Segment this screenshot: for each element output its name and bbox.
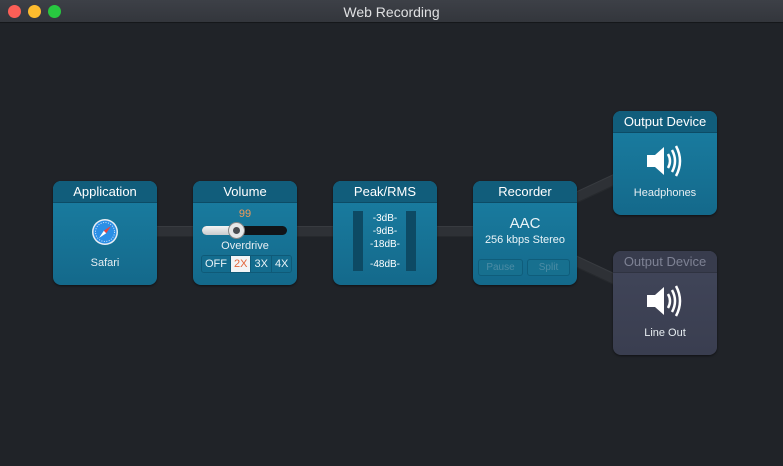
db-scale-label: -3dB- xyxy=(372,213,398,224)
output-device-name: Headphones xyxy=(633,187,697,199)
audio-flow-canvas: Application Safari Volume 99 Overdrive O… xyxy=(0,24,783,466)
db-scale-label: -9dB- xyxy=(372,226,398,237)
volume-slider-knob[interactable] xyxy=(228,222,245,239)
pause-button[interactable]: Pause xyxy=(478,259,523,276)
overdrive-label: Overdrive xyxy=(221,240,269,252)
output-device-line-out-block[interactable]: Output Device Line Out xyxy=(613,251,717,355)
db-scale-label: -18dB- xyxy=(369,239,400,250)
block-header: Volume xyxy=(193,181,297,203)
wire-app-volume xyxy=(156,226,196,237)
speaker-icon xyxy=(647,145,682,177)
overdrive-2x-button[interactable]: 2X xyxy=(231,256,252,272)
wire-peak-recorder xyxy=(436,226,476,237)
block-header: Application xyxy=(53,181,157,203)
speaker-icon xyxy=(647,285,682,317)
block-header: Output Device xyxy=(613,111,717,133)
maximize-button[interactable] xyxy=(48,5,61,18)
window-title: Web Recording xyxy=(343,4,440,20)
volume-slider[interactable] xyxy=(202,222,287,239)
application-name: Safari xyxy=(90,257,120,269)
split-button[interactable]: Split xyxy=(527,259,570,276)
recording-bitrate: 256 kbps Stereo xyxy=(484,234,566,246)
overdrive-4x-button[interactable]: 4X xyxy=(271,256,292,272)
volume-block: Volume 99 Overdrive OFF 2X 3X 4X xyxy=(193,181,297,285)
application-block[interactable]: Application Safari xyxy=(53,181,157,285)
wire-volume-peak xyxy=(296,226,336,237)
db-scale-label: -48dB- xyxy=(369,259,400,270)
left-level-meter xyxy=(353,211,363,271)
output-device-name: Line Out xyxy=(644,327,686,339)
title-bar: Web Recording xyxy=(0,0,783,23)
peak-rms-block: Peak/RMS -3dB- -9dB- -18dB- -48dB- xyxy=(333,181,437,285)
volume-slider-fill xyxy=(202,226,236,235)
block-header: Peak/RMS xyxy=(333,181,437,203)
block-header: Output Device xyxy=(613,251,717,273)
safari-compass-icon xyxy=(92,219,118,245)
overdrive-segmented-control: OFF 2X 3X 4X xyxy=(201,255,293,273)
overdrive-off-button[interactable]: OFF xyxy=(202,256,231,272)
output-device-headphones-block[interactable]: Output Device Headphones xyxy=(613,111,717,215)
right-level-meter xyxy=(406,211,416,271)
block-header: Recorder xyxy=(473,181,577,203)
close-button[interactable] xyxy=(8,5,21,18)
volume-value: 99 xyxy=(238,208,252,220)
overdrive-3x-button[interactable]: 3X xyxy=(251,256,272,272)
recorder-block[interactable]: Recorder AAC 256 kbps Stereo Pause Split xyxy=(473,181,577,285)
minimize-button[interactable] xyxy=(28,5,41,18)
recording-format: AAC xyxy=(509,215,541,232)
